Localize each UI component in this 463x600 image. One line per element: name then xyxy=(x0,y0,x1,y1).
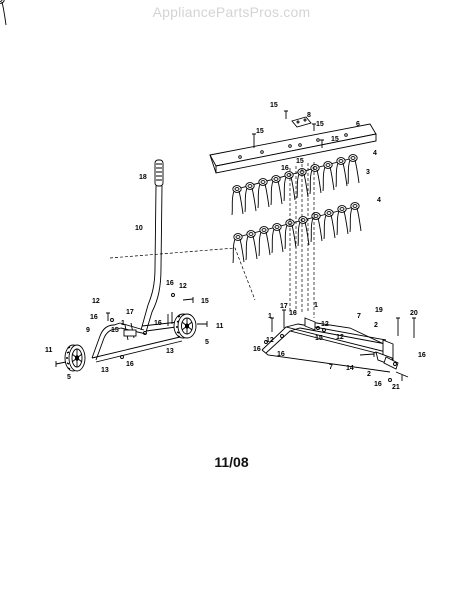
callout-1: 1 xyxy=(121,320,125,327)
callout-12: 12 xyxy=(266,337,274,344)
callout-13: 13 xyxy=(166,348,174,355)
callout-10: 10 xyxy=(135,225,143,232)
callout-16: 16 xyxy=(253,346,261,353)
callout-5: 5 xyxy=(205,339,209,346)
callout-17: 17 xyxy=(280,303,288,310)
callout-16: 16 xyxy=(281,165,289,172)
callout-11: 11 xyxy=(216,323,224,330)
callout-15: 15 xyxy=(256,128,264,135)
alignment-dashes xyxy=(109,162,315,318)
lower-tine-coils xyxy=(232,202,362,264)
callout-15: 15 xyxy=(331,136,339,143)
callout-16: 16 xyxy=(418,352,426,359)
callout-12: 12 xyxy=(92,298,100,305)
callout-21: 21 xyxy=(392,384,400,391)
callout-15: 15 xyxy=(316,121,324,128)
callout-19: 19 xyxy=(375,307,383,314)
callout-15: 15 xyxy=(201,298,209,305)
callout-16: 16 xyxy=(166,280,174,287)
callout-6: 6 xyxy=(356,121,360,128)
callout-16: 16 xyxy=(374,381,382,388)
handle xyxy=(140,159,164,333)
callout-1: 1 xyxy=(268,313,272,320)
callout-8: 8 xyxy=(307,112,311,119)
callout-16: 16 xyxy=(90,314,98,321)
axle-bolts xyxy=(55,293,208,367)
callout-15: 15 xyxy=(111,327,119,334)
left-wheel xyxy=(64,344,86,372)
callout-14: 14 xyxy=(346,365,354,372)
frame-bar xyxy=(209,123,377,174)
callout-2: 2 xyxy=(367,371,371,378)
callout-7: 7 xyxy=(329,364,333,371)
callout-3: 3 xyxy=(366,169,370,176)
callout-13: 13 xyxy=(101,367,109,374)
callout-7: 7 xyxy=(357,313,361,320)
callout-4: 4 xyxy=(377,197,381,204)
callout-1: 1 xyxy=(314,302,318,309)
callout-17: 17 xyxy=(126,309,134,316)
mounting-plate xyxy=(291,116,312,128)
callout-15: 15 xyxy=(296,158,304,165)
callout-12: 12 xyxy=(179,283,187,290)
callout-16: 16 xyxy=(154,320,162,327)
callout-12: 12 xyxy=(336,334,344,341)
callout-15: 15 xyxy=(270,102,278,109)
frame-bolts xyxy=(252,110,324,148)
hitch-assembly xyxy=(261,309,416,382)
callout-15: 15 xyxy=(315,335,323,342)
callout-16: 16 xyxy=(277,351,285,358)
watermark-text: AppliancePartsPros.com xyxy=(152,4,311,20)
callout-2: 2 xyxy=(374,322,378,329)
callout-16: 16 xyxy=(126,361,134,368)
callout-9: 9 xyxy=(86,327,90,334)
callout-labels: 15 8 15 6 15 15 16 15 4 3 4 18 10 16 12 … xyxy=(45,102,426,391)
callout-11: 11 xyxy=(45,347,53,354)
callout-18: 18 xyxy=(139,174,147,181)
callout-20: 20 xyxy=(410,310,418,317)
callout-12: 12 xyxy=(321,321,329,328)
date-code: 11/08 xyxy=(214,454,249,470)
callout-4: 4 xyxy=(373,150,377,157)
callout-16: 16 xyxy=(289,310,297,317)
right-wheel xyxy=(173,313,197,339)
callout-5: 5 xyxy=(67,374,71,381)
